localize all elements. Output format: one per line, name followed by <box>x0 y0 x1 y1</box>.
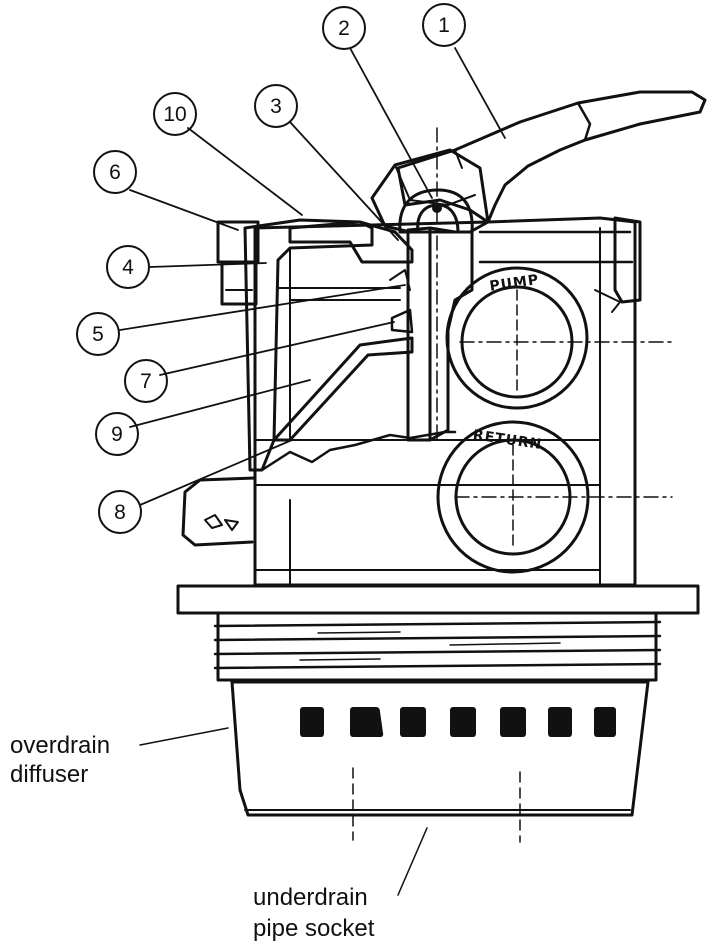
callout-3: 3 <box>254 84 298 128</box>
callout-2: 2 <box>322 6 366 50</box>
underdrain-label-line1: underdrain <box>253 884 368 911</box>
callout-1-number: 1 <box>438 14 450 37</box>
overdrain-label-line2: diffuser <box>10 761 88 788</box>
overdrain-diffuser <box>230 680 650 843</box>
thread-section <box>213 611 662 682</box>
callout-9: 9 <box>95 412 139 456</box>
callout-8: 8 <box>98 490 142 534</box>
leader-lines <box>119 47 506 896</box>
callout-6-number: 6 <box>109 161 121 184</box>
underdrain-label-line2: pipe socket <box>253 915 375 942</box>
flange-plate <box>176 584 700 615</box>
callout-5: 5 <box>76 312 120 356</box>
callout-7: 7 <box>124 359 168 403</box>
callout-8-number: 8 <box>114 501 126 524</box>
side-stub <box>181 476 257 547</box>
overdrain-label-line1: overdrain <box>10 732 110 759</box>
callout-9-number: 9 <box>111 423 123 446</box>
callout-3-number: 3 <box>270 95 282 118</box>
pump-port: PUMP <box>445 266 673 410</box>
callout-10: 10 <box>153 92 197 136</box>
callout-4: 4 <box>106 245 150 289</box>
return-port: RETURN <box>436 420 673 574</box>
callout-5-number: 5 <box>92 323 104 346</box>
callout-4-number: 4 <box>122 256 134 279</box>
callout-10-number: 10 <box>163 103 186 126</box>
callout-7-number: 7 <box>140 370 152 393</box>
pump-label: PUMP <box>489 272 541 295</box>
callout-6: 6 <box>93 150 137 194</box>
valve-body <box>216 127 642 587</box>
callout-2-number: 2 <box>338 17 350 40</box>
callout-1: 1 <box>422 3 466 47</box>
